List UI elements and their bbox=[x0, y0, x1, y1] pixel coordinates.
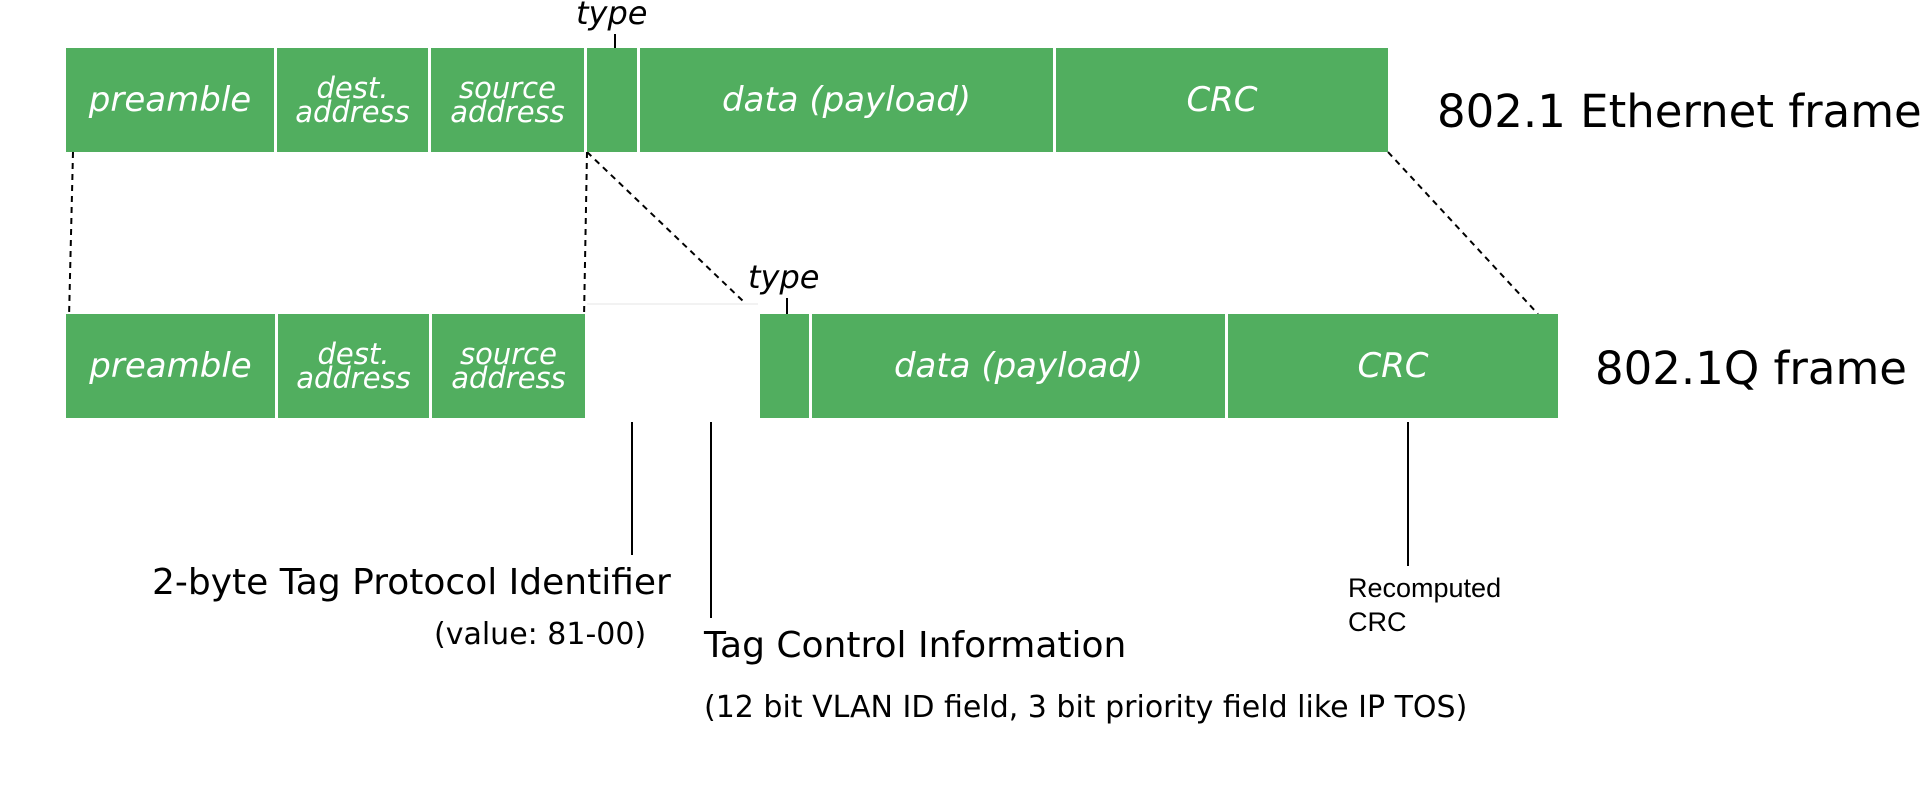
vlan-source-line2: address bbox=[451, 361, 566, 395]
vlan-crc-label: CRC bbox=[1357, 346, 1429, 386]
dashed-source-right bbox=[583, 151, 588, 319]
vlan-data-label: data (payload) bbox=[893, 346, 1144, 386]
vlan-crc-field: CRC bbox=[1228, 314, 1558, 418]
vlan-frame-title: 802.1Q frame bbox=[1595, 342, 1907, 395]
recomputed-crc-line2: CRC bbox=[1348, 607, 1407, 637]
dashed-tag-diagonal bbox=[586, 151, 745, 303]
dashed-preamble-left bbox=[68, 151, 74, 319]
tpid-value: (value: 81-00) bbox=[434, 617, 647, 652]
vlan-dest-address-field: dest. address bbox=[278, 314, 432, 418]
ethernet-preamble-label: preamble bbox=[88, 80, 252, 120]
vlan-data-field: data (payload) bbox=[812, 314, 1228, 418]
vlan-source-address-field: source address bbox=[432, 314, 585, 418]
ethernet-frame-title: 802.1 Ethernet frame bbox=[1437, 85, 1922, 138]
vlan-preamble-field: preamble bbox=[66, 314, 278, 418]
tpid-title: 2-byte Tag Protocol Identifier bbox=[152, 562, 671, 603]
ethernet-type-label: type bbox=[576, 0, 648, 32]
tci-detail: (12 bit VLAN ID field, 3 bit priority fi… bbox=[704, 690, 1468, 725]
ethernet-dest-address-field: dest. address bbox=[277, 48, 431, 152]
vlan-source-line1: source bbox=[460, 337, 557, 371]
ethernet-data-field: data (payload) bbox=[640, 48, 1056, 152]
vlan-preamble-label: preamble bbox=[89, 346, 252, 386]
ethernet-crc-label: CRC bbox=[1186, 80, 1258, 120]
ethernet-crc-field: CRC bbox=[1056, 48, 1388, 152]
recomputed-crc-note: Recomputed CRC bbox=[1348, 571, 1501, 639]
ethernet-source-line1: source bbox=[459, 71, 556, 105]
ethernet-dest-line2: address bbox=[295, 95, 410, 129]
vlan-type-label: type bbox=[748, 258, 820, 296]
vlan-dest-line2: address bbox=[296, 361, 411, 395]
recomputed-crc-line1: Recomputed bbox=[1348, 573, 1502, 603]
vlan-dest-line1: dest. bbox=[317, 337, 390, 371]
ethernet-dest-line1: dest. bbox=[316, 71, 389, 105]
ethernet-source-line2: address bbox=[450, 95, 565, 129]
ethernet-preamble-field: preamble bbox=[66, 48, 277, 152]
ethernet-type-field bbox=[587, 48, 640, 152]
tci-title: Tag Control Information bbox=[704, 625, 1127, 666]
ethernet-data-label: data (payload) bbox=[721, 80, 972, 120]
vlan-type-field bbox=[760, 314, 812, 418]
ethernet-source-address-field: source address bbox=[431, 48, 587, 152]
dashed-crc-diagonal bbox=[1387, 151, 1539, 315]
